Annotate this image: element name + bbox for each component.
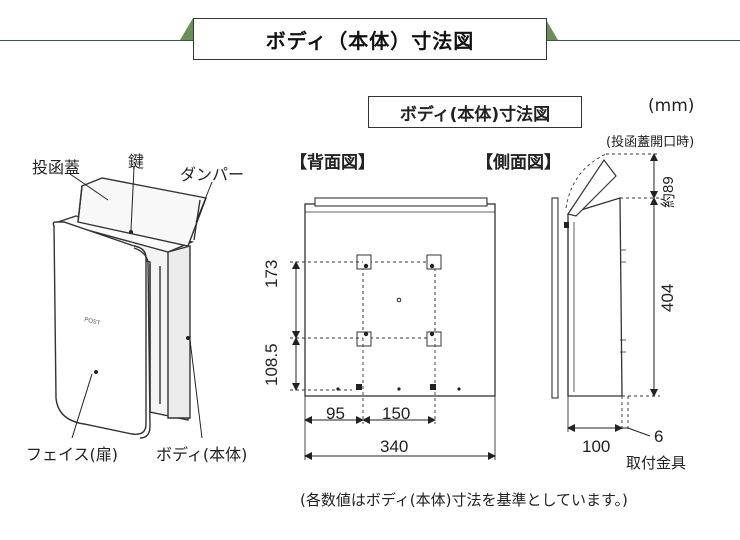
lid-label: 投函蓋 xyxy=(32,158,81,177)
leader-lines xyxy=(69,167,213,439)
side-view xyxy=(551,153,660,432)
header-corner-left xyxy=(180,18,193,40)
dim-bracket-thickness: 6 xyxy=(654,427,664,446)
body-dot xyxy=(186,336,190,340)
damper-label: ダンパー xyxy=(180,165,245,184)
body-label: ボディ(本体) xyxy=(156,445,248,464)
back-view-title: 【背面図】 xyxy=(290,153,375,173)
mailbox-illustration xyxy=(52,177,207,439)
unit-label: (mm) xyxy=(648,96,695,116)
dim-total-width: 340 xyxy=(380,437,409,456)
back-view-holes xyxy=(336,263,461,391)
key-label: 鍵 xyxy=(128,152,145,171)
bracket-label: 取付金具 xyxy=(626,454,687,472)
header-rule-right xyxy=(545,40,740,41)
unit-note: (投函蓋開口時) xyxy=(606,135,695,150)
post-mark: POST xyxy=(84,317,102,327)
side-view-title: 【側面図】 xyxy=(476,153,561,173)
key-dot xyxy=(129,230,133,234)
diagram-subtitle: ボディ(本体)寸法図 xyxy=(368,96,582,128)
page-title: ボディ（本体）寸法図 xyxy=(193,18,547,60)
side-dim-lines xyxy=(567,153,658,437)
header-rule-left xyxy=(0,40,193,41)
back-view xyxy=(290,197,496,460)
footnote: (各数値はボディ(本体)寸法を基準としています。) xyxy=(300,491,628,509)
back-dim-lines xyxy=(292,261,496,460)
header-corner-right xyxy=(545,18,558,40)
dim-depth: 100 xyxy=(582,437,611,456)
face-dot xyxy=(94,370,98,374)
face-label: フェイス(扉) xyxy=(26,445,119,464)
